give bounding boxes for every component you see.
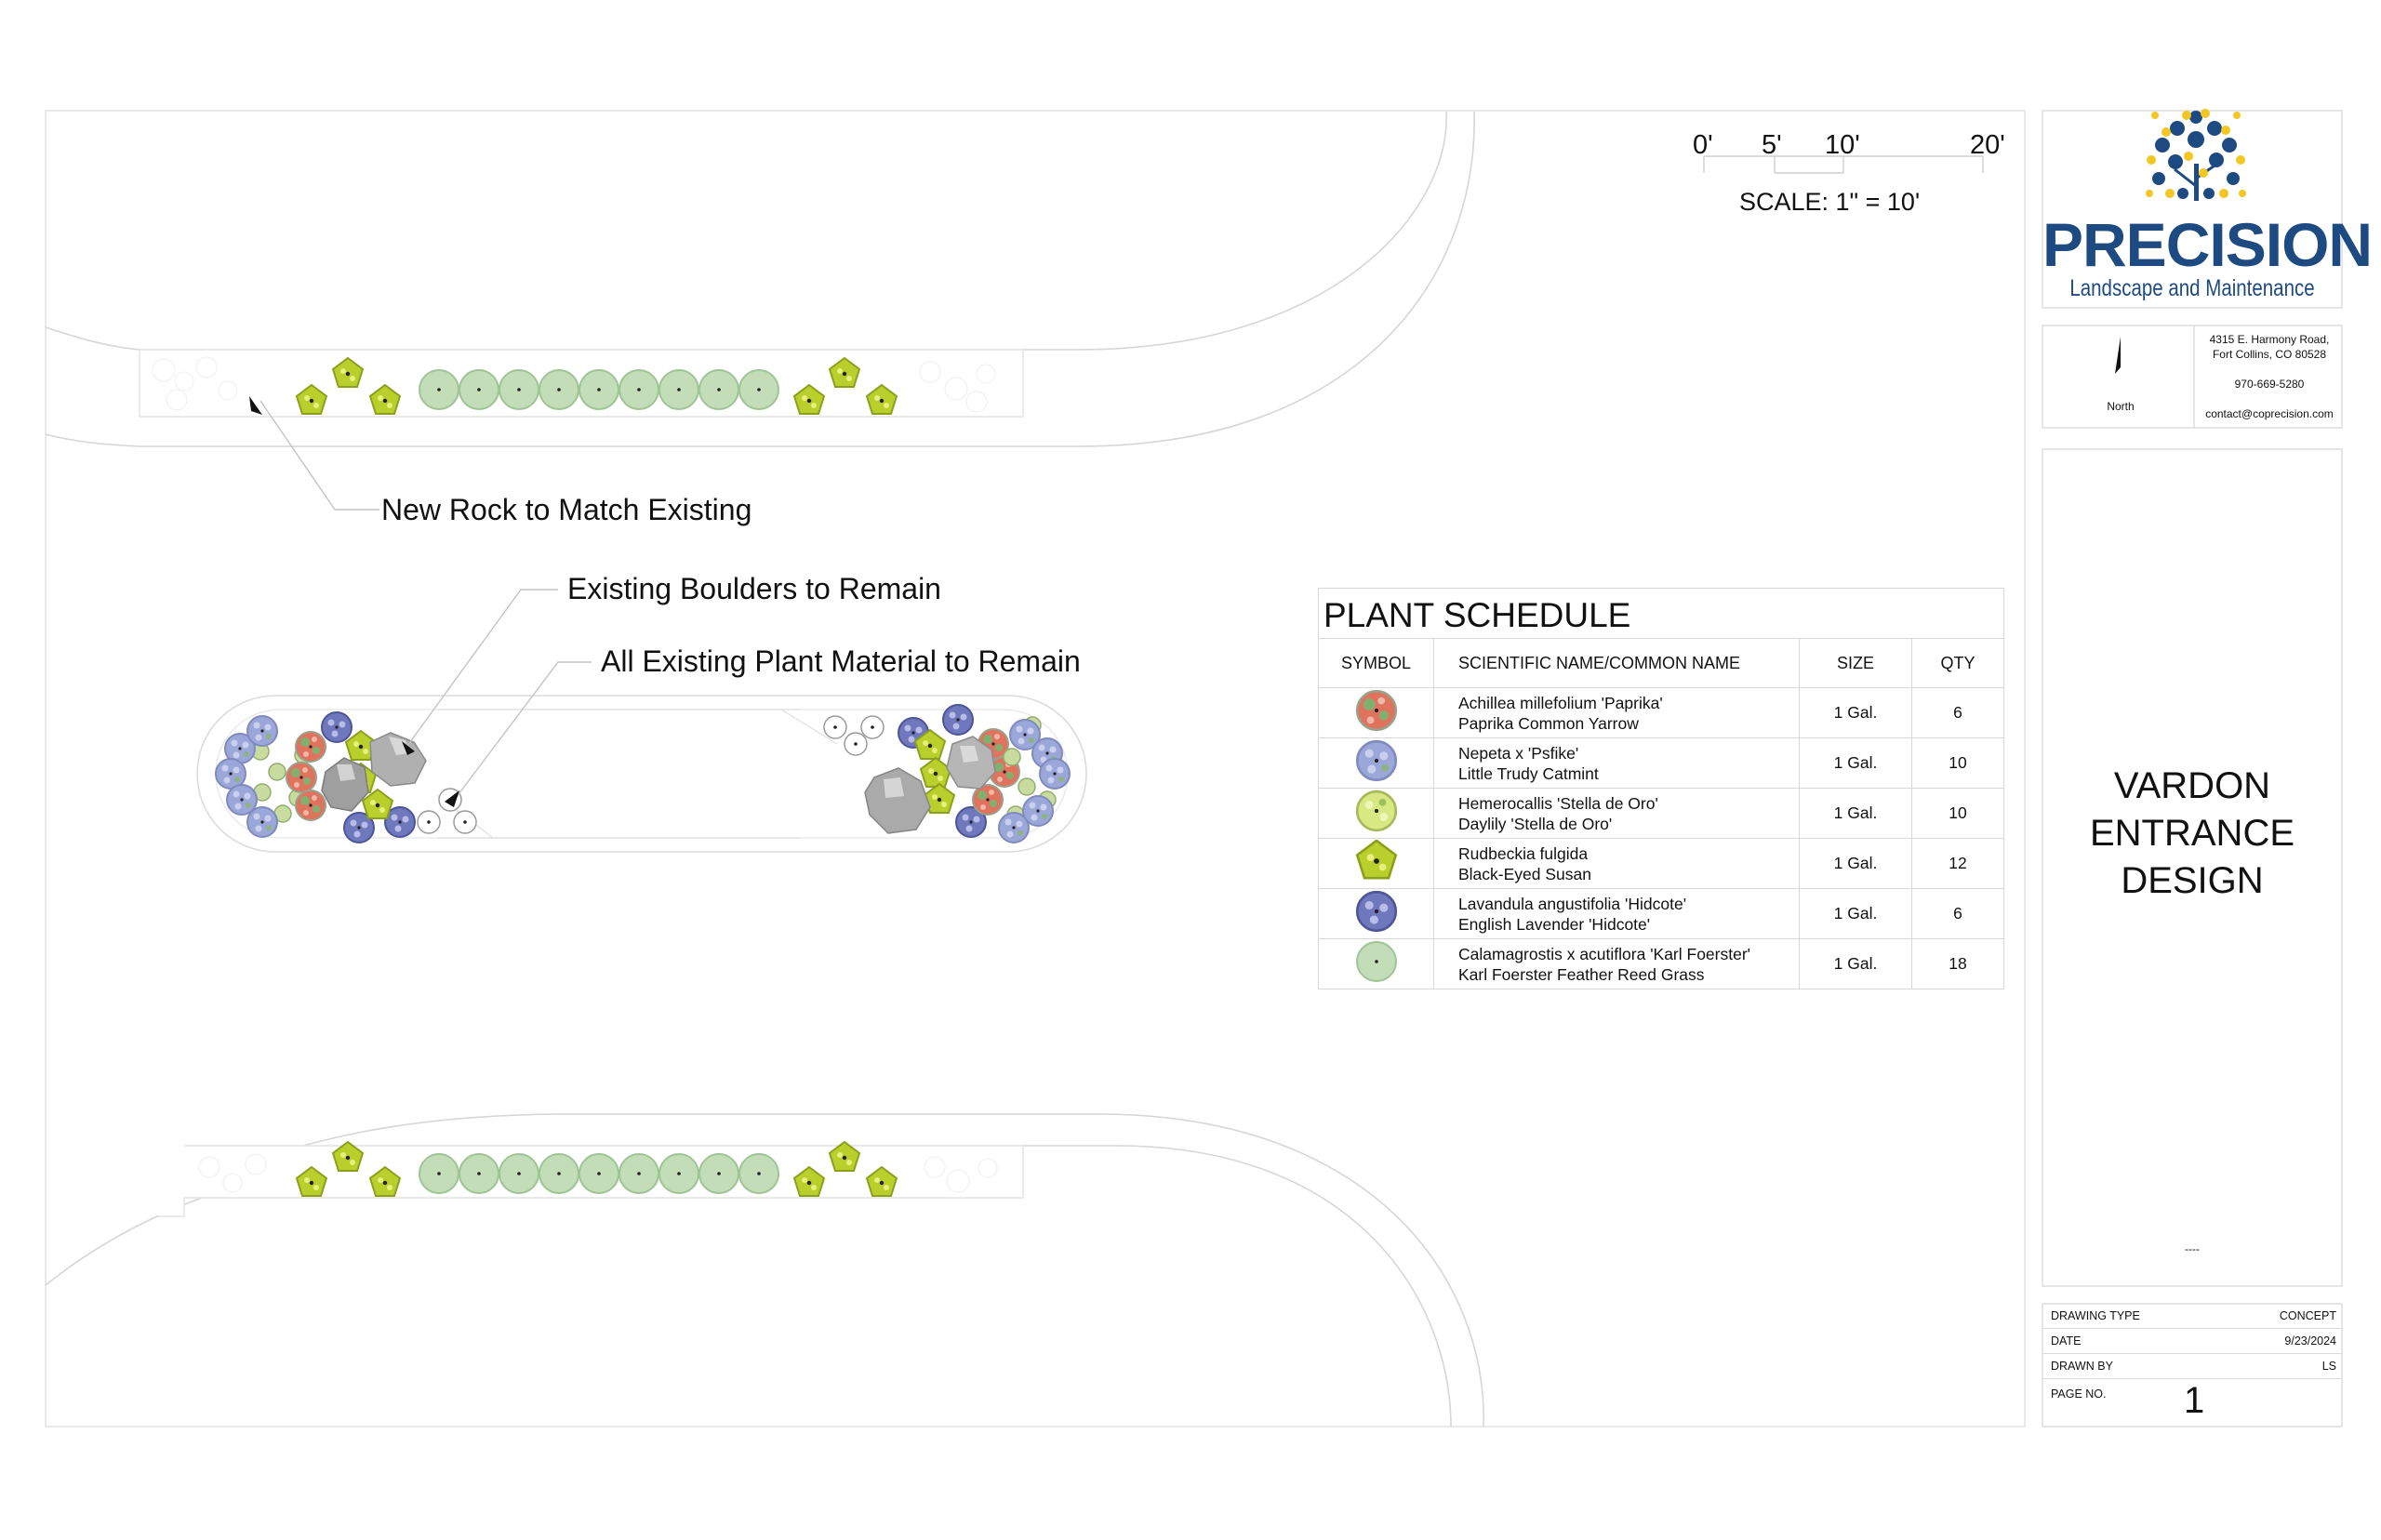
scientific-name: Lavandula angustifolia 'Hidcote' [1458, 894, 1687, 913]
date-row: DATE 9/23/2024 [2042, 1329, 2342, 1354]
size-cell: 1 Gal. [1799, 938, 1912, 989]
header-symbol: SYMBOL [1319, 639, 1434, 688]
page-number-label: PAGE NO. [2051, 1387, 2107, 1401]
revision-mark: ---- [2185, 1242, 2200, 1255]
common-name: Daylily 'Stella de Oro' [1458, 814, 1613, 833]
company-address-line1: 4315 E. Harmony Road, [2209, 333, 2330, 346]
drawn-by-row: DRAWN BY LS [2042, 1354, 2342, 1379]
rudbeckia-symbol-icon [1319, 838, 1434, 889]
qty-cell: 10 [1911, 788, 2003, 839]
qty-cell: 6 [1911, 687, 2003, 738]
header-qty: QTY [1911, 639, 2003, 688]
scientific-name: Calamagrostis x acutiflora 'Karl Foerste… [1458, 944, 1751, 963]
date-label: DATE [2051, 1334, 2082, 1348]
logo-tree-icon [2146, 109, 2246, 201]
logo-wordmark: PRECISION [2042, 210, 2373, 279]
project-title-line3: DESIGN [2121, 860, 2264, 901]
common-name: Paprika Common Yarrow [1458, 713, 1639, 733]
scale-tick-10: 10' [1825, 130, 1860, 160]
bottom-planting-bed [158, 1141, 1024, 1217]
drawing-type-label: DRAWING TYPE [2051, 1309, 2140, 1322]
drawing-type-value: CONCEPT [2279, 1309, 2336, 1322]
top-planting-bed [139, 349, 1024, 418]
qty-cell: 18 [1911, 938, 2003, 989]
project-title-line1: VARDON [2113, 765, 2271, 806]
drawn-by-value: LS [2321, 1360, 2336, 1373]
project-title: VARDON ENTRANCE DESIGN [2042, 763, 2342, 905]
north-label: North [2107, 400, 2135, 413]
table-row: Achillea millefolium 'Paprika'Paprika Co… [1319, 687, 2003, 738]
size-cell: 1 Gal. [1799, 687, 1912, 738]
company-address-line2: Fort Collins, CO 80528 [2212, 348, 2327, 361]
callout-existing-boulders: Existing Boulders to Remain [567, 572, 941, 605]
median-island [196, 695, 1087, 853]
common-name: Little Trudy Catmint [1458, 763, 1599, 783]
project-title-line2: ENTRANCE [2089, 813, 2295, 854]
yarrow-symbol-icon [1319, 687, 1434, 738]
company-phone: 970-669-5280 [2234, 378, 2305, 391]
table-row: Calamagrostis x acutiflora 'Karl Foerste… [1319, 938, 2003, 989]
north-arrow-icon [2115, 337, 2121, 374]
plant-schedule-header-row: SYMBOL SCIENTIFIC NAME/COMMON NAME SIZE … [1319, 639, 2003, 688]
common-name: Karl Foerster Feather Reed Grass [1458, 964, 1705, 984]
logo-tagline: Landscape and Maintenance [2069, 275, 2315, 301]
page-number: 1 [2184, 1380, 2205, 1421]
plant-schedule-table: SYMBOL SCIENTIFIC NAME/COMMON NAME SIZE … [1319, 639, 2003, 989]
scientific-name: Hemerocallis 'Stella de Oro' [1458, 793, 1658, 813]
table-row: Lavandula angustifolia 'Hidcote'English … [1319, 888, 2003, 939]
size-cell: 1 Gal. [1799, 737, 1912, 789]
lavender-symbol-icon [1319, 888, 1434, 939]
callout-new-rock: New Rock to Match Existing [381, 493, 752, 526]
scale-tick-20: 20' [1970, 130, 2005, 160]
header-name: SCIENTIFIC NAME/COMMON NAME [1433, 639, 1800, 688]
grass-symbol-icon [1319, 938, 1434, 989]
qty-cell: 6 [1911, 888, 2003, 939]
qty-cell: 10 [1911, 737, 2003, 789]
size-cell: 1 Gal. [1799, 838, 1912, 889]
size-cell: 1 Gal. [1799, 788, 1912, 839]
drawn-by-label: DRAWN BY [2051, 1360, 2113, 1373]
size-cell: 1 Gal. [1799, 888, 1912, 939]
scale-tick-5: 5' [1762, 130, 1782, 160]
callout-existing-plant-material: All Existing Plant Material to Remain [601, 644, 1081, 678]
drawing-type-row: DRAWING TYPE CONCEPT [2042, 1304, 2342, 1329]
scale-caption: SCALE: 1" = 10' [1739, 188, 1921, 216]
scientific-name: Achillea millefolium 'Paprika' [1458, 693, 1663, 712]
qty-cell: 12 [1911, 838, 2003, 889]
common-name: Black-Eyed Susan [1458, 864, 1591, 883]
scientific-name: Nepeta x 'Psfike' [1458, 743, 1579, 763]
plant-schedule-title: PLANT SCHEDULE [1319, 589, 2003, 639]
scientific-name: Rudbeckia fulgida [1458, 843, 1589, 863]
common-name: English Lavender 'Hidcote' [1458, 914, 1651, 934]
table-row: Hemerocallis 'Stella de Oro'Daylily 'Ste… [1319, 788, 2003, 839]
company-email: contact@coprecision.com [2205, 407, 2334, 420]
daylily-symbol-icon [1319, 788, 1434, 839]
table-row: Nepeta x 'Psfike'Little Trudy Catmint 1 … [1319, 737, 2003, 789]
header-size: SIZE [1799, 639, 1912, 688]
plant-schedule: PLANT SCHEDULE SYMBOL SCIENTIFIC NAME/CO… [1318, 588, 2004, 989]
date-value: 9/23/2024 [2284, 1334, 2336, 1348]
scale-tick-0: 0' [1693, 130, 1713, 160]
scale-bar [1703, 155, 1984, 174]
catmint-symbol-icon [1319, 737, 1434, 789]
